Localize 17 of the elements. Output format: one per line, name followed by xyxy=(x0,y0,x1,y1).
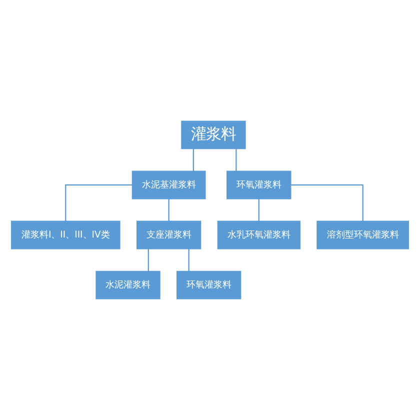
connector xyxy=(192,148,194,172)
connector xyxy=(168,198,170,222)
connector xyxy=(65,184,132,222)
connector xyxy=(258,198,260,222)
node-box: 环氧灌浆料 xyxy=(176,270,242,300)
connector xyxy=(148,248,149,272)
connector xyxy=(236,148,237,172)
node-box: 灌浆料 xyxy=(181,120,246,150)
node-box: 水泥灌浆料 xyxy=(96,270,160,300)
node-box: 环氧灌浆料 xyxy=(226,170,292,200)
node-box: 水泥基灌浆料 xyxy=(132,170,206,200)
node-box: 水乳环氧灌浆料 xyxy=(217,220,300,250)
node-box: 灌浆料I、II、III、IV类 xyxy=(10,220,120,250)
connector xyxy=(290,184,364,222)
connector xyxy=(188,248,190,272)
node-box: 支座灌浆料 xyxy=(136,220,202,250)
node-box: 溶剂型环氧灌浆料 xyxy=(316,220,410,250)
